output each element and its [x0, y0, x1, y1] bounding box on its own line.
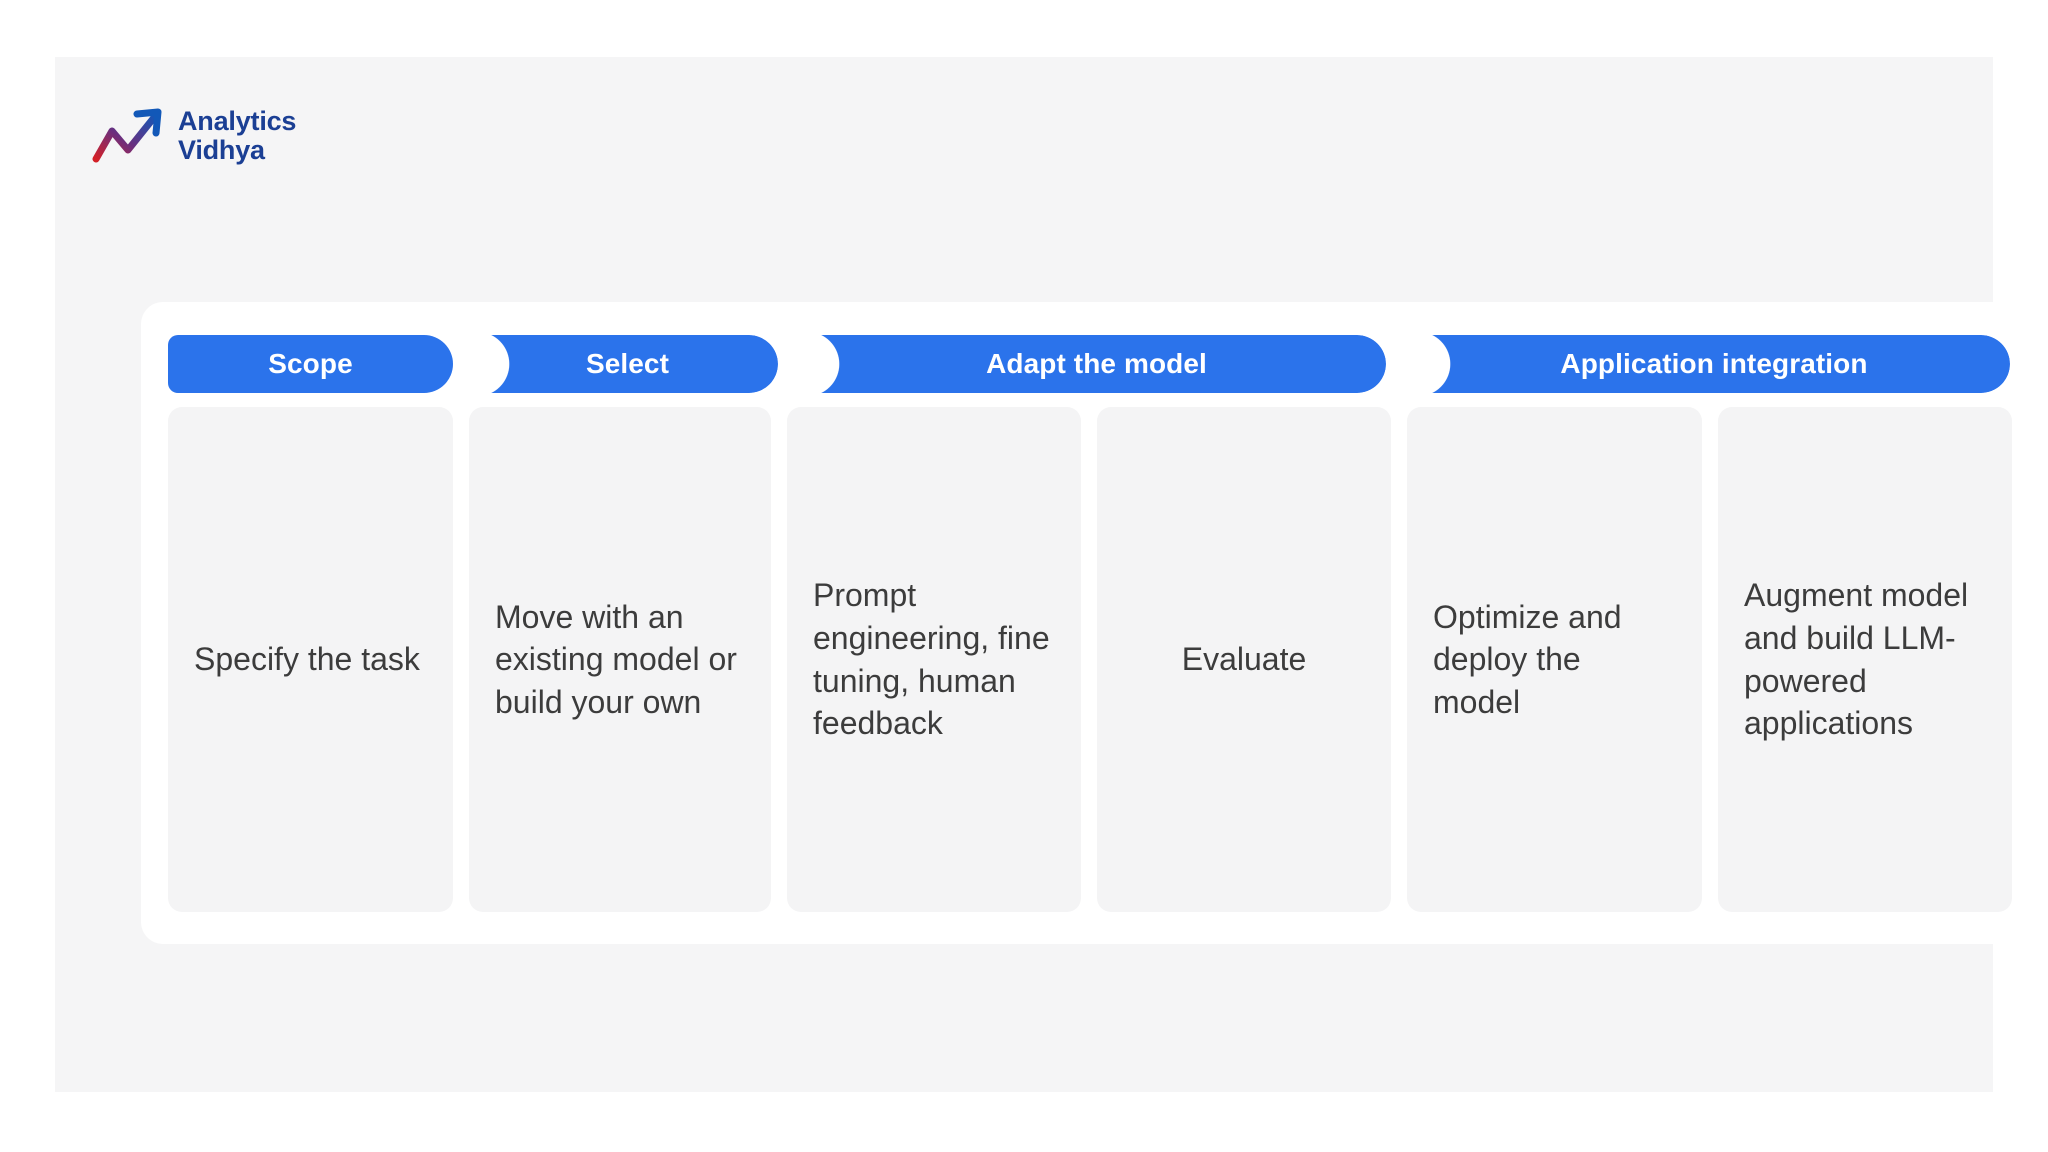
phase-banner-row: Scope Select Adapt the model Application…: [168, 335, 2014, 393]
stage-card-row: Specify the task Move with an existing m…: [168, 407, 2014, 912]
stage-card-text: Evaluate: [1181, 641, 1307, 678]
stage-card-text: Specify the task: [194, 641, 420, 678]
stage-card-text: Prompt engineering, fine tuning, human f…: [813, 577, 1050, 742]
upward-trend-arrow-icon: [92, 108, 162, 163]
brand-wordmark: Analytics Vidhya: [178, 106, 297, 165]
stage-card-evaluate[interactable]: Evaluate: [1097, 407, 1391, 912]
stage-card-text: Augment model and build LLM-powered appl…: [1744, 577, 1969, 742]
stage-card-move-with-an-existing-model[interactable]: Move with an existing model or build you…: [469, 407, 771, 912]
process-container: Scope Select Adapt the model Application…: [141, 302, 2014, 944]
stage-card-specify-the-task[interactable]: Specify the task: [168, 407, 453, 912]
stage-card-prompt-engineering[interactable]: Prompt engineering, fine tuning, human f…: [787, 407, 1081, 912]
stage-card-text: Move with an existing model or build you…: [495, 598, 737, 720]
phase-banner-label: Adapt the model: [986, 348, 1207, 379]
phase-banner-adapt-the-model[interactable]: Adapt the model: [807, 335, 1386, 393]
phase-banner-application-integration[interactable]: Application integration: [1418, 335, 2010, 393]
phase-banner-label: Application integration: [1560, 348, 1868, 379]
brand-logo: Analytics Vidhya: [92, 105, 296, 167]
stage-card-augment-model-build-llm-apps[interactable]: Augment model and build LLM-powered appl…: [1718, 407, 2012, 912]
stage-card-text: Optimize and deploy the model: [1433, 598, 1622, 720]
slide-panel: Analytics Vidhya Scope Select Adapt the …: [55, 57, 2014, 1092]
phase-banner-label: Scope: [268, 348, 353, 379]
phase-banner-label: Select: [585, 348, 670, 379]
phase-banner-select[interactable]: Select: [477, 335, 778, 393]
stage-card-optimize-and-deploy[interactable]: Optimize and deploy the model: [1407, 407, 1702, 912]
phase-banner-scope[interactable]: Scope: [168, 335, 453, 393]
